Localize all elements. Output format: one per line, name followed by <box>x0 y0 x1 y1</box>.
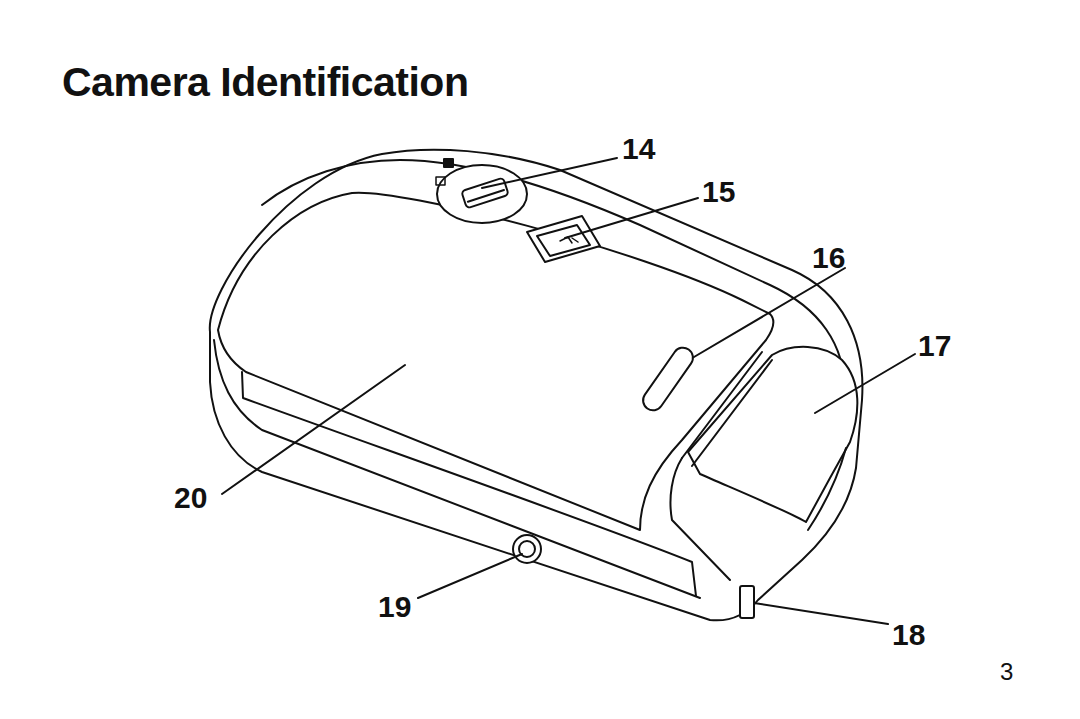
page-number: 3 <box>1000 660 1013 684</box>
lower-edge <box>214 340 700 598</box>
grip-join <box>670 458 730 580</box>
camera-body <box>210 150 863 621</box>
dial-switch <box>461 178 508 209</box>
lower-band <box>242 372 696 596</box>
strap-lug <box>740 586 754 618</box>
callout-number: 15 <box>702 177 735 207</box>
callout-number: 20 <box>174 483 207 513</box>
front-lid <box>218 193 773 530</box>
title: Camera Identification <box>62 62 468 103</box>
callout-number: 19 <box>378 592 411 622</box>
callout-number: 17 <box>918 331 951 361</box>
mode-dial <box>437 165 527 223</box>
viewfinder-inner <box>537 225 590 256</box>
leader-lines <box>222 158 915 624</box>
mode-icon <box>444 159 453 167</box>
tripod-socket <box>513 535 541 563</box>
strap-bar <box>682 352 772 466</box>
sensor-slot <box>639 344 697 414</box>
hand-grip <box>688 347 857 522</box>
callout-number: 16 <box>812 243 845 273</box>
mode-icon <box>436 177 445 185</box>
viewfinder-window <box>527 216 600 262</box>
callout-number: 14 <box>622 134 655 164</box>
window-mark <box>560 237 578 243</box>
grip-edge <box>808 448 846 530</box>
callout-number: 18 <box>892 620 925 650</box>
